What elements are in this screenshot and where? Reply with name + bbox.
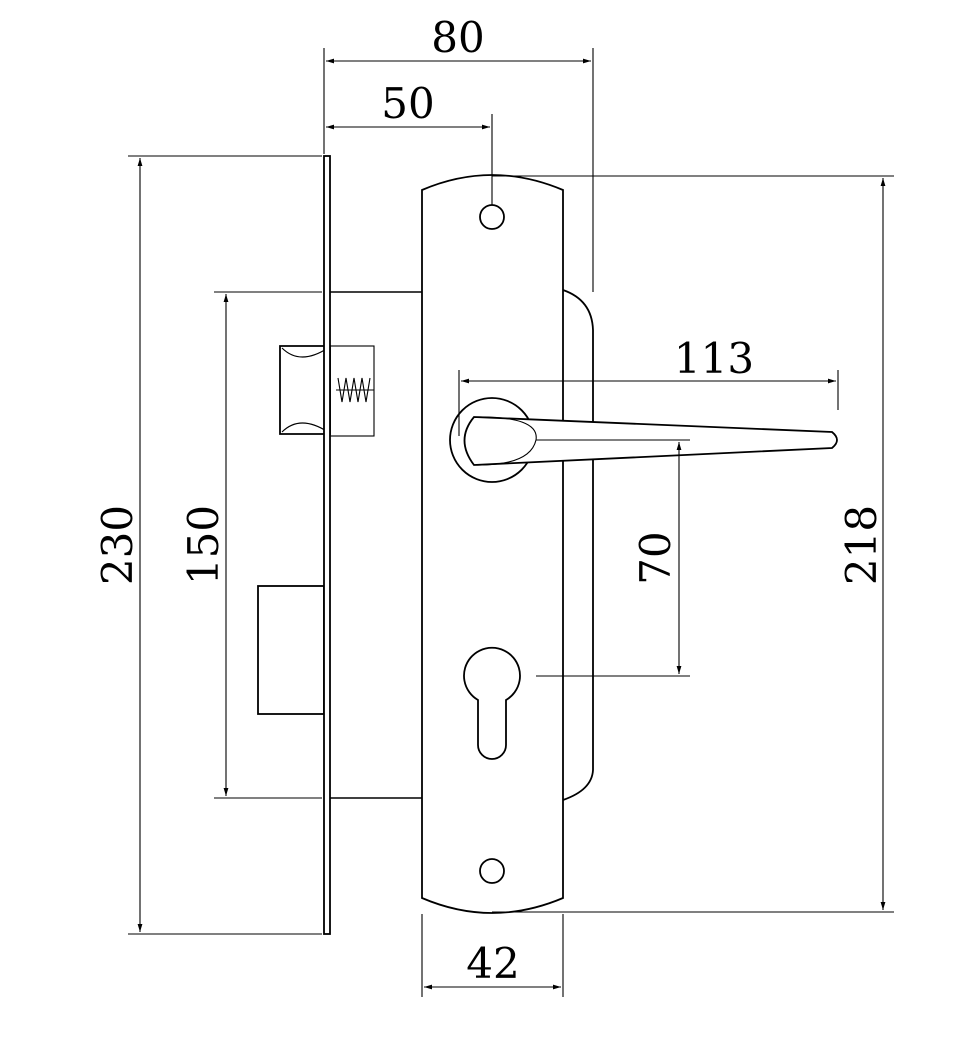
dim-overall-height: 230 bbox=[93, 155, 322, 935]
top-screw-hole bbox=[479, 204, 505, 230]
dim-150-label: 150 bbox=[179, 505, 228, 585]
dim-80-label: 80 bbox=[431, 13, 484, 62]
lock-case bbox=[330, 291, 422, 799]
dim-70-label: 70 bbox=[631, 531, 680, 584]
deadbolt bbox=[257, 585, 325, 715]
bottom-screw-hole bbox=[479, 858, 505, 884]
dim-50-label: 50 bbox=[381, 79, 434, 128]
faceplate bbox=[323, 155, 331, 935]
latch-bolt bbox=[279, 345, 331, 435]
escutcheon-plate bbox=[421, 174, 564, 914]
backing-edge bbox=[562, 289, 594, 801]
dim-handle-length: 113 bbox=[458, 334, 839, 436]
keyhole bbox=[463, 646, 521, 760]
dim-backset: 50 bbox=[326, 79, 493, 205]
latch-spring bbox=[329, 345, 375, 437]
dim-113-label: 113 bbox=[674, 334, 754, 383]
dim-center-distance: 70 bbox=[536, 442, 690, 677]
dim-218-label: 218 bbox=[837, 505, 886, 585]
dim-plate-height: 218 bbox=[492, 175, 894, 913]
dim-plate-width: 42 bbox=[421, 914, 564, 997]
dim-42-label: 42 bbox=[466, 939, 519, 988]
dim-230-label: 230 bbox=[93, 505, 142, 585]
dim-backset-total: 80 bbox=[323, 13, 594, 292]
lever-handle bbox=[449, 397, 838, 483]
dim-case-height: 150 bbox=[179, 291, 322, 799]
